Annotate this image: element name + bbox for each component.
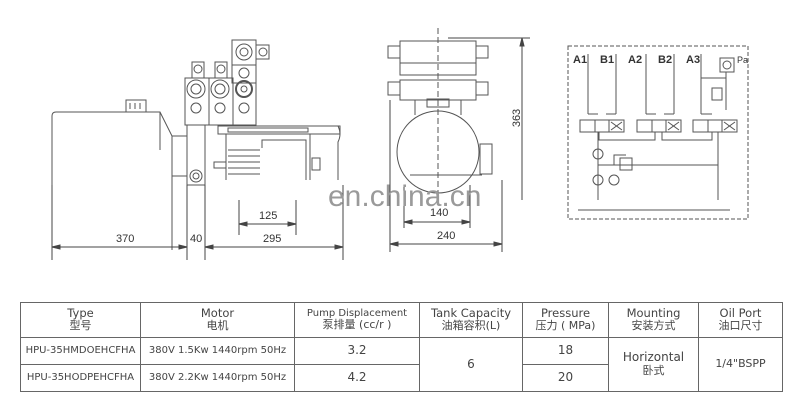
technical-drawing: 370 40 295 125 363 140 240 A1 B1 A2 B2 A… — [51, 28, 749, 260]
front-view — [387, 28, 493, 200]
dim-motor-length: 295 — [263, 233, 282, 245]
front-view-dimensions — [389, 37, 530, 252]
dim-front-overall-width: 240 — [437, 230, 456, 242]
cell-motor: 380V 1.5Kw 1440rpm 50Hz — [140, 337, 295, 365]
table-row: HPU-35HODPEHCFHA 380V 2.2Kw 1440rpm 50Hz… — [20, 364, 783, 392]
watermark: en.china.cn — [328, 180, 482, 213]
side-view — [51, 39, 341, 258]
cell-tank-capacity: 6 — [419, 337, 523, 392]
side-view-dimensions — [51, 185, 344, 260]
port-label-b2: B2 — [658, 54, 673, 66]
dim-front-height: 363 — [511, 108, 524, 128]
port-label-a1: A1 — [573, 54, 588, 66]
cell-oil-port: 1/4"BSPP — [698, 337, 783, 392]
cell-type: HPU-35HODPEHCFHA — [20, 364, 141, 392]
port-label-a3: A3 — [686, 54, 701, 66]
cell-motor: 380V 2.2Kw 1440rpm 50Hz — [140, 364, 295, 392]
cell-pressure: 18 — [522, 337, 609, 365]
dim-tank-length: 370 — [116, 233, 135, 245]
cell-type: HPU-35HMDOEHCFHA — [20, 337, 141, 365]
hydraulic-schematic — [567, 45, 749, 220]
cell-pump: 3.2 — [294, 337, 420, 365]
drawing-svg — [51, 28, 749, 260]
port-label-pa: Pa — [737, 55, 749, 65]
port-label-b1: B1 — [600, 54, 615, 66]
dim-front-mount-width: 140 — [430, 207, 449, 219]
table-row: HPU-35HMDOEHCFHA 380V 1.5Kw 1440rpm 50Hz… — [20, 337, 783, 392]
dim-motor-mount: 125 — [259, 210, 278, 222]
port-label-a2: A2 — [628, 54, 643, 66]
cell-pump: 4.2 — [294, 364, 420, 392]
cell-pressure: 20 — [522, 364, 609, 392]
dim-gap: 40 — [190, 233, 203, 245]
